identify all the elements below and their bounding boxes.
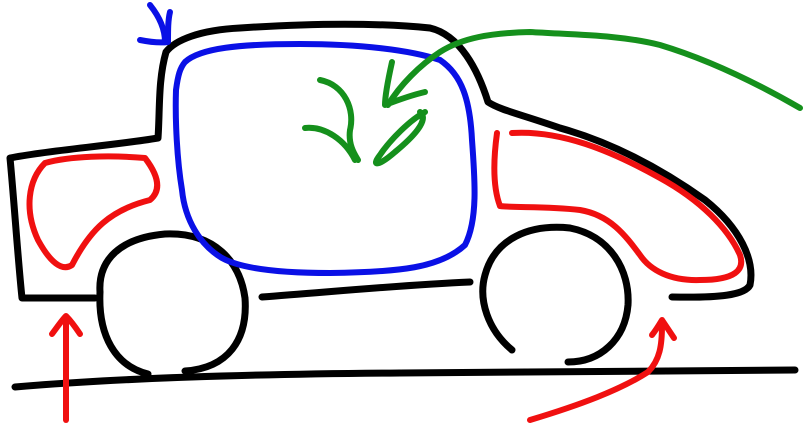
rear-red-panel <box>491 129 745 284</box>
car-body-outline <box>6 20 755 302</box>
front-wheel <box>479 223 632 366</box>
green-curved-arrow <box>302 77 361 163</box>
red-arrowhead-right <box>649 317 677 341</box>
front-red-panel <box>26 153 161 271</box>
green-arrow <box>385 29 803 111</box>
ground-line <box>11 366 799 391</box>
cabin-window <box>172 41 478 276</box>
underbody-line <box>258 278 474 301</box>
green-swirl <box>373 109 428 167</box>
blue-arrowhead <box>137 9 173 46</box>
rear-wheel <box>96 230 249 378</box>
red-arrowhead-left <box>49 313 83 337</box>
blue-arrow <box>147 2 168 45</box>
red-arrow-right <box>527 322 665 423</box>
green-arrowhead <box>382 59 428 108</box>
